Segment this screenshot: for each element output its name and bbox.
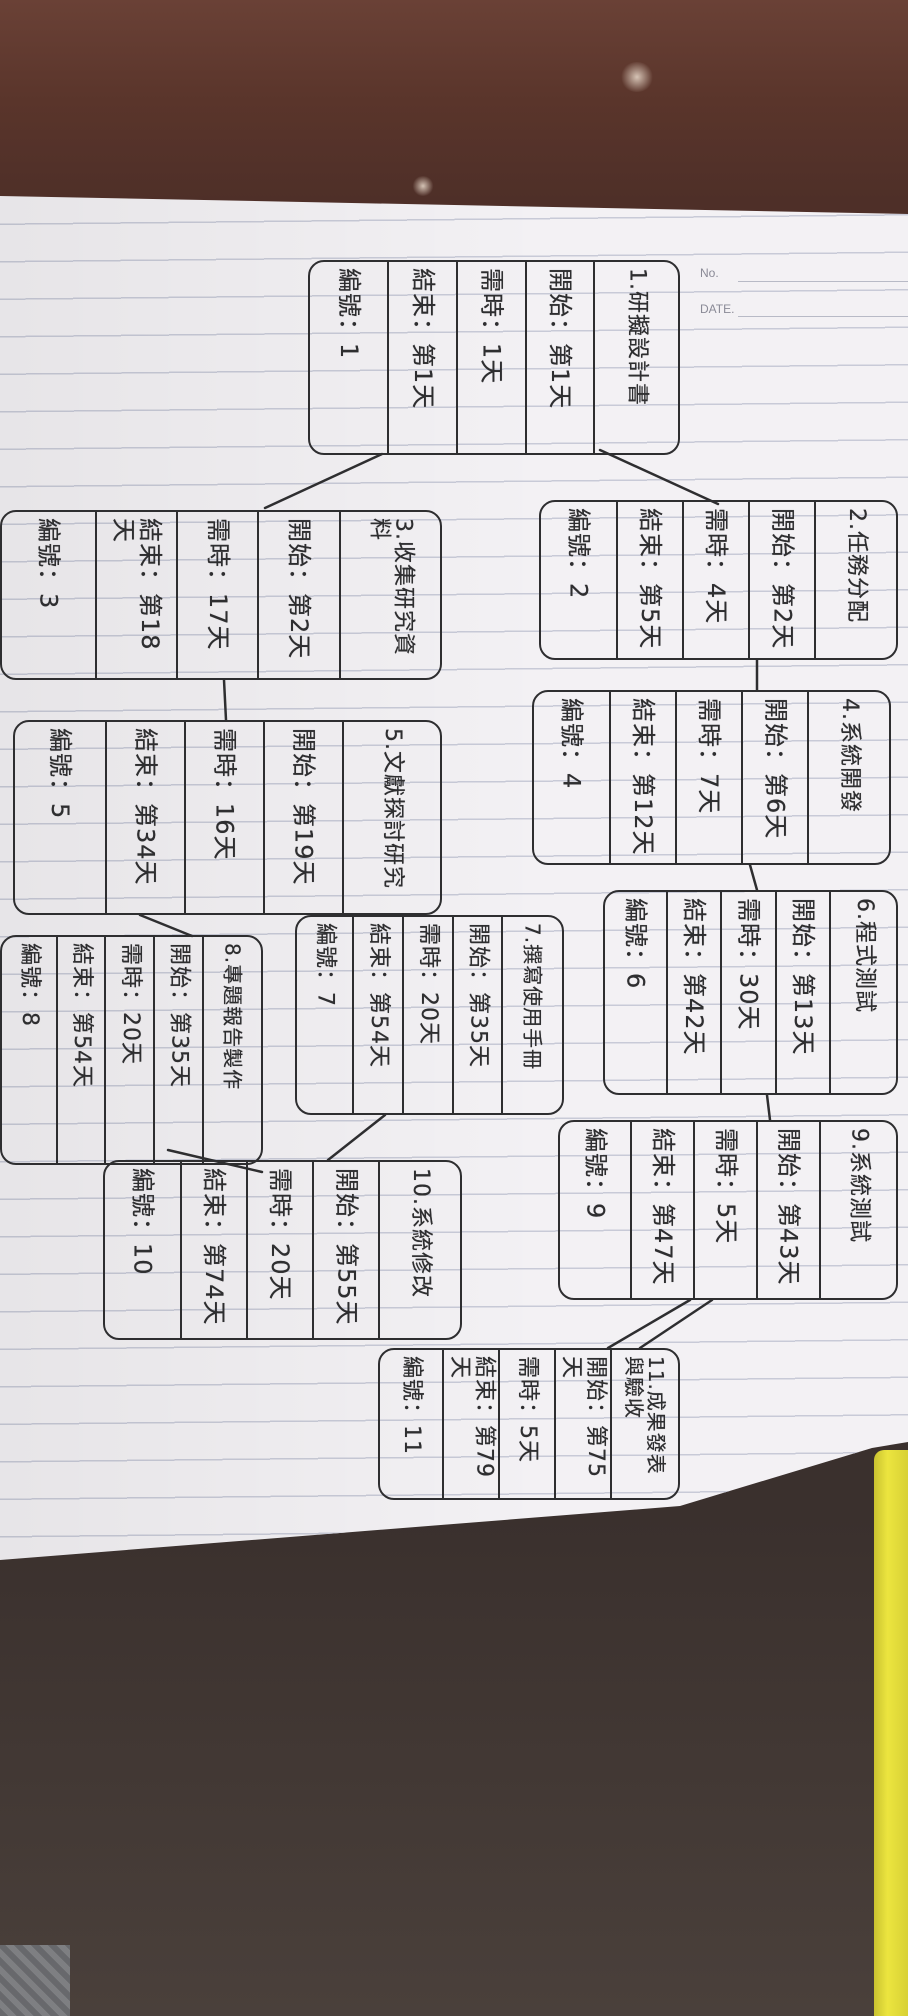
activity-number: 編號：9 [581, 1128, 610, 1220]
activity-number: 編號：7 [312, 923, 338, 1007]
activity-start: 開始：第2天 [747, 502, 814, 658]
yellow-marker [874, 1450, 908, 2016]
table-dust-spot [412, 176, 434, 196]
activity-title: 9.系統測試 [818, 1122, 896, 1298]
activity-box-1: 1.研擬設計書 開始：第1天 需時：1天 結束：第1天 編號：1 [308, 260, 680, 455]
connector-9-to-11-b [606, 1298, 692, 1350]
activity-end: 結束：第1天 [387, 262, 456, 453]
activity-box-6: 6.程式測試 開始：第13天 需時：30天 結束：第42天 編號：6 [603, 890, 898, 1095]
activity-box-2: 2.任務分配 開始：第2天 需時：4天 結束：第5天 編號：2 [539, 500, 898, 660]
activity-duration: 需時：4天 [681, 502, 748, 658]
connector-4-to-6 [748, 863, 759, 892]
date-line [738, 316, 908, 317]
activity-duration: 需時：7天 [674, 692, 741, 863]
activity-title: 1.研擬設計書 [593, 262, 678, 453]
activity-end: 結束：第79天 [442, 1350, 498, 1498]
activity-box-10: 10.系統修改 開始：第55天 需時：20天 結束：第74天 編號：10 [103, 1160, 462, 1340]
activity-start: 開始：第43天 [755, 1122, 819, 1298]
no-label: No. [700, 266, 719, 280]
activity-start: 開始：第55天 [311, 1162, 378, 1338]
activity-number: 編號：6 [621, 898, 650, 990]
activity-title: 5.文獻探討研究 [341, 722, 440, 913]
activity-box-5: 5.文獻探討研究 開始：第19天 需時：16天 結束：第34天 編號：5 [13, 720, 442, 915]
activity-number: 編號：5 [46, 728, 75, 820]
activity-start: 開始：第35天 [451, 917, 502, 1113]
table-dust-spot [620, 62, 654, 92]
activity-start: 開始：第75天 [553, 1350, 610, 1498]
activity-start: 開始：第6天 [740, 692, 807, 863]
activity-start: 開始：第19天 [262, 722, 342, 913]
activity-end: 結束：第47天 [630, 1122, 693, 1298]
activity-end: 結束：第5天 [615, 502, 682, 658]
connector-5-to-8 [138, 913, 194, 938]
activity-end: 結束：第54天 [352, 917, 402, 1113]
activity-end: 結束：第34天 [104, 722, 184, 913]
activity-number: 編號：1 [334, 268, 363, 360]
activity-start: 開始：第13天 [774, 892, 830, 1093]
date-label: DATE. [700, 302, 735, 316]
connector-1-to-3 [263, 452, 384, 510]
connector-1-to-2 [598, 448, 720, 506]
activity-number: 編號：4 [557, 698, 586, 790]
activity-number: 編號：10 [128, 1168, 157, 1276]
activity-duration: 需時：16天 [183, 722, 263, 913]
activity-end: 結束：第54天 [55, 937, 105, 1163]
activity-box-7: 7.撰寫使用手冊 開始：第35天 需時：20天 結束：第54天 編號：7 [295, 915, 564, 1115]
activity-box-4: 4.系統開發 開始：第6天 需時：7天 結束：第12天 編號：4 [532, 690, 891, 865]
connector-9-to-11 [638, 1298, 714, 1350]
activity-title: 6.程式測試 [829, 892, 896, 1093]
activity-title: 4.系統開發 [807, 692, 889, 863]
activity-number: 編號：11 [399, 1356, 425, 1455]
activity-start: 開始：第35天 [153, 937, 202, 1163]
activity-duration: 需時：20天 [401, 917, 452, 1113]
activity-duration: 需時：20天 [104, 937, 153, 1163]
activity-title: 8.專題報告製作 [201, 937, 261, 1163]
activity-number: 編號：3 [34, 518, 63, 610]
activity-end: 結束：第18天 [94, 512, 176, 678]
activity-title: 11.成果發表與驗收 [609, 1350, 678, 1498]
activity-duration: 需時：17天 [176, 512, 257, 678]
activity-start: 開始：第2天 [257, 512, 338, 678]
activity-title: 2.任務分配 [814, 502, 896, 658]
activity-number: 編號：2 [564, 508, 593, 600]
activity-end: 結束：第12天 [608, 692, 675, 863]
activity-end: 結束：第42天 [665, 892, 721, 1093]
activity-duration: 需時：5天 [498, 1350, 554, 1498]
activity-box-11: 11.成果發表與驗收 開始：第75天 需時：5天 結束：第79天 編號：11 [378, 1348, 680, 1500]
no-line [738, 281, 908, 282]
activity-title: 3.收集研究資料 [338, 512, 440, 678]
connector-7-to-10 [326, 1113, 387, 1162]
activity-duration: 需時：30天 [720, 892, 775, 1093]
activity-duration: 需時：20天 [245, 1162, 312, 1338]
activity-number: 編號：8 [16, 943, 42, 1027]
connector-3-to-5 [222, 678, 228, 722]
activity-box-9: 9.系統測試 開始：第43天 需時：5天 結束：第47天 編號：9 [558, 1120, 898, 1300]
activity-box-8: 8.專題報告製作 開始：第35天 需時：20天 結束：第54天 編號：8 [0, 935, 263, 1165]
activity-title: 7.撰寫使用手冊 [501, 917, 562, 1113]
activity-title: 10.系統修改 [378, 1162, 460, 1338]
activity-box-3: 3.收集研究資料 開始：第2天 需時：17天 結束：第18天 編號：3 [0, 510, 442, 680]
activity-end: 結束：第74天 [179, 1162, 246, 1338]
table-mat-corner [0, 1945, 70, 2016]
activity-duration: 需時：1天 [456, 262, 525, 453]
connector-6-to-9 [765, 1093, 772, 1122]
activity-duration: 需時：5天 [693, 1122, 756, 1298]
activity-start: 開始：第1天 [524, 262, 594, 453]
